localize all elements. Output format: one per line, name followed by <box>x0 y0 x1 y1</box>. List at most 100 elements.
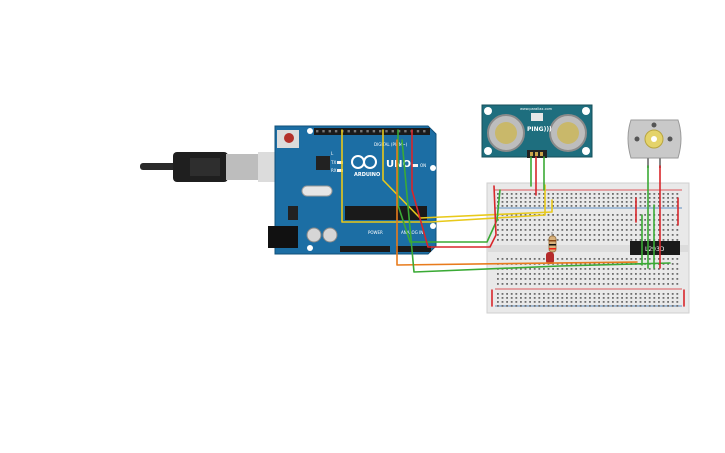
breadboard-hole[interactable] <box>529 229 531 231</box>
breadboard-hole[interactable] <box>612 293 614 295</box>
breadboard-hole[interactable] <box>621 201 623 203</box>
breadboard-hole[interactable] <box>648 268 651 270</box>
breadboard-hole[interactable] <box>625 297 628 299</box>
breadboard-hole[interactable] <box>653 193 656 195</box>
breadboard-hole[interactable] <box>630 234 633 236</box>
breadboard-hole[interactable] <box>648 201 651 203</box>
breadboard-hole[interactable] <box>621 278 623 280</box>
breadboard-hole[interactable] <box>662 258 665 260</box>
breadboard-hole[interactable] <box>612 258 614 260</box>
breadboard-hole[interactable] <box>510 301 513 303</box>
breadboard-hole[interactable] <box>501 193 504 195</box>
breadboard-hole[interactable] <box>584 278 587 280</box>
breadboard-hole[interactable] <box>621 283 623 285</box>
digital-header[interactable] <box>314 128 430 135</box>
breadboard-hole[interactable] <box>552 214 554 216</box>
breadboard-hole[interactable] <box>529 305 531 307</box>
breadboard-hole[interactable] <box>579 224 582 226</box>
breadboard-hole[interactable] <box>501 205 504 207</box>
breadboard-hole[interactable] <box>635 229 637 231</box>
breadboard-hole[interactable] <box>662 297 665 299</box>
breadboard-hole[interactable] <box>506 239 508 241</box>
breadboard-hole[interactable] <box>630 239 633 241</box>
breadboard-hole[interactable] <box>538 201 541 203</box>
breadboard-hole[interactable] <box>658 193 660 195</box>
header-pin[interactable] <box>366 130 369 133</box>
breadboard-hole[interactable] <box>589 297 591 299</box>
breadboard-hole[interactable] <box>612 239 614 241</box>
breadboard-hole[interactable] <box>630 229 633 231</box>
breadboard-hole[interactable] <box>552 293 554 295</box>
breadboard-hole[interactable] <box>593 234 596 236</box>
breadboard-hole[interactable] <box>561 293 564 295</box>
breadboard-hole[interactable] <box>667 234 669 236</box>
breadboard-hole[interactable] <box>524 297 527 299</box>
breadboard-hole[interactable] <box>584 201 587 203</box>
breadboard-hole[interactable] <box>579 273 582 275</box>
breadboard-hole[interactable] <box>547 224 550 226</box>
breadboard-hole[interactable] <box>497 258 499 260</box>
breadboard-hole[interactable] <box>625 239 628 241</box>
breadboard-hole[interactable] <box>584 224 587 226</box>
breadboard-hole[interactable] <box>625 273 628 275</box>
breadboard-hole[interactable] <box>662 301 665 303</box>
breadboard-hole[interactable] <box>662 239 665 241</box>
breadboard-hole[interactable] <box>538 239 541 241</box>
breadboard-hole[interactable] <box>543 239 545 241</box>
breadboard-hole[interactable] <box>584 283 587 285</box>
breadboard-hole[interactable] <box>612 268 614 270</box>
breadboard-hole[interactable] <box>676 258 679 260</box>
breadboard-hole[interactable] <box>584 258 587 260</box>
breadboard-hole[interactable] <box>575 229 577 231</box>
breadboard-hole[interactable] <box>584 197 587 199</box>
breadboard-hole[interactable] <box>515 305 518 307</box>
breadboard-hole[interactable] <box>570 201 573 203</box>
breadboard-hole[interactable] <box>598 278 600 280</box>
breadboard-hole[interactable] <box>533 201 536 203</box>
breadboard-hole[interactable] <box>547 214 550 216</box>
breadboard-hole[interactable] <box>556 224 559 226</box>
breadboard-hole[interactable] <box>607 293 610 295</box>
breadboard-hole[interactable] <box>566 301 568 303</box>
breadboard-hole[interactable] <box>561 283 564 285</box>
breadboard-hole[interactable] <box>547 268 550 270</box>
breadboard-hole[interactable] <box>579 301 582 303</box>
breadboard-hole[interactable] <box>510 205 513 207</box>
breadboard-hole[interactable] <box>598 268 600 270</box>
breadboard-hole[interactable] <box>524 197 527 199</box>
breadboard-hole[interactable] <box>616 201 619 203</box>
breadboard-hole[interactable] <box>547 229 550 231</box>
breadboard-hole[interactable] <box>602 234 605 236</box>
header-pin[interactable] <box>397 130 401 133</box>
breadboard-hole[interactable] <box>602 214 605 216</box>
breadboard-hole[interactable] <box>639 219 642 221</box>
breadboard-hole[interactable] <box>515 273 518 275</box>
breadboard-hole[interactable] <box>598 197 600 199</box>
breadboard-hole[interactable] <box>644 305 646 307</box>
breadboard-hole[interactable] <box>621 224 623 226</box>
breadboard-hole[interactable] <box>662 268 665 270</box>
breadboard-hole[interactable] <box>589 283 591 285</box>
breadboard-hole[interactable] <box>612 219 614 221</box>
breadboard-hole[interactable] <box>648 224 651 226</box>
breadboard-hole[interactable] <box>501 224 504 226</box>
breadboard-hole[interactable] <box>648 283 651 285</box>
breadboard-hole[interactable] <box>593 283 596 285</box>
breadboard-hole[interactable] <box>630 297 633 299</box>
breadboard-hole[interactable] <box>593 201 596 203</box>
header-pin[interactable] <box>404 130 407 133</box>
breadboard-hole[interactable] <box>602 201 605 203</box>
breadboard-hole[interactable] <box>644 258 646 260</box>
breadboard-hole[interactable] <box>538 219 541 221</box>
breadboard-hole[interactable] <box>658 268 660 270</box>
breadboard-hole[interactable] <box>510 193 513 195</box>
breadboard-hole[interactable] <box>552 205 554 207</box>
breadboard-hole[interactable] <box>676 273 679 275</box>
breadboard-hole[interactable] <box>510 224 513 226</box>
breadboard-hole[interactable] <box>575 224 577 226</box>
breadboard-hole[interactable] <box>598 229 600 231</box>
breadboard-hole[interactable] <box>533 283 536 285</box>
breadboard-hole[interactable] <box>543 293 545 295</box>
breadboard-hole[interactable] <box>529 219 531 221</box>
breadboard-hole[interactable] <box>552 219 554 221</box>
